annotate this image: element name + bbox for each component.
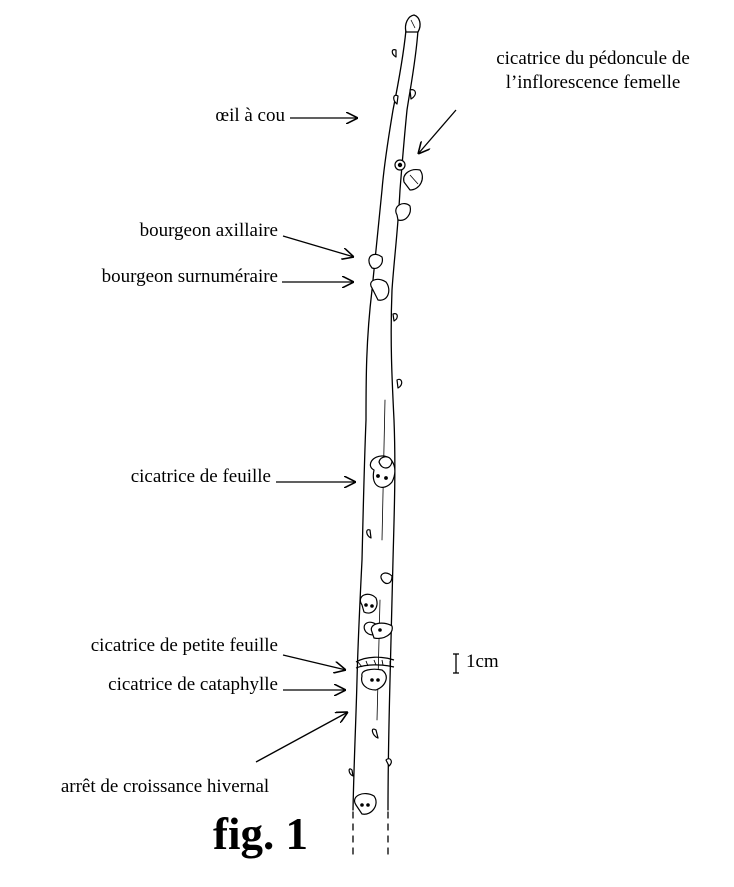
arrow-pedoncule <box>418 110 456 154</box>
label-cicatrice-cataphylle: cicatrice de cataphylle <box>6 674 278 696</box>
terminal-bud <box>405 15 420 32</box>
arrow-bourgeon-axillaire <box>283 236 354 257</box>
label-oeil-a-cou: œil à cou <box>120 105 285 127</box>
scale-label: 1cm <box>466 651 499 673</box>
label-pedoncule-line1: cicatrice du pédoncule de <box>452 48 734 70</box>
label-pedoncule-line2: l’inflorescence femelle <box>452 72 734 94</box>
scale-bar <box>453 654 459 673</box>
buds-and-scars <box>349 50 422 815</box>
arrow-petite-feuille <box>283 655 346 670</box>
label-cicatrice-feuille: cicatrice de feuille <box>40 466 271 488</box>
label-arret-croissance: arrêt de croissance hivernal <box>10 776 320 798</box>
figure-title: fig. 1 <box>213 808 308 860</box>
arrow-arret-croissance <box>256 712 348 762</box>
label-bourgeon-axillaire: bourgeon axillaire <box>40 220 278 242</box>
stem <box>353 30 418 855</box>
pointer-arrows <box>256 110 456 762</box>
label-cicatrice-petite-feuille: cicatrice de petite feuille <box>6 635 278 657</box>
label-bourgeon-surnumeraire: bourgeon surnuméraire <box>10 266 278 288</box>
